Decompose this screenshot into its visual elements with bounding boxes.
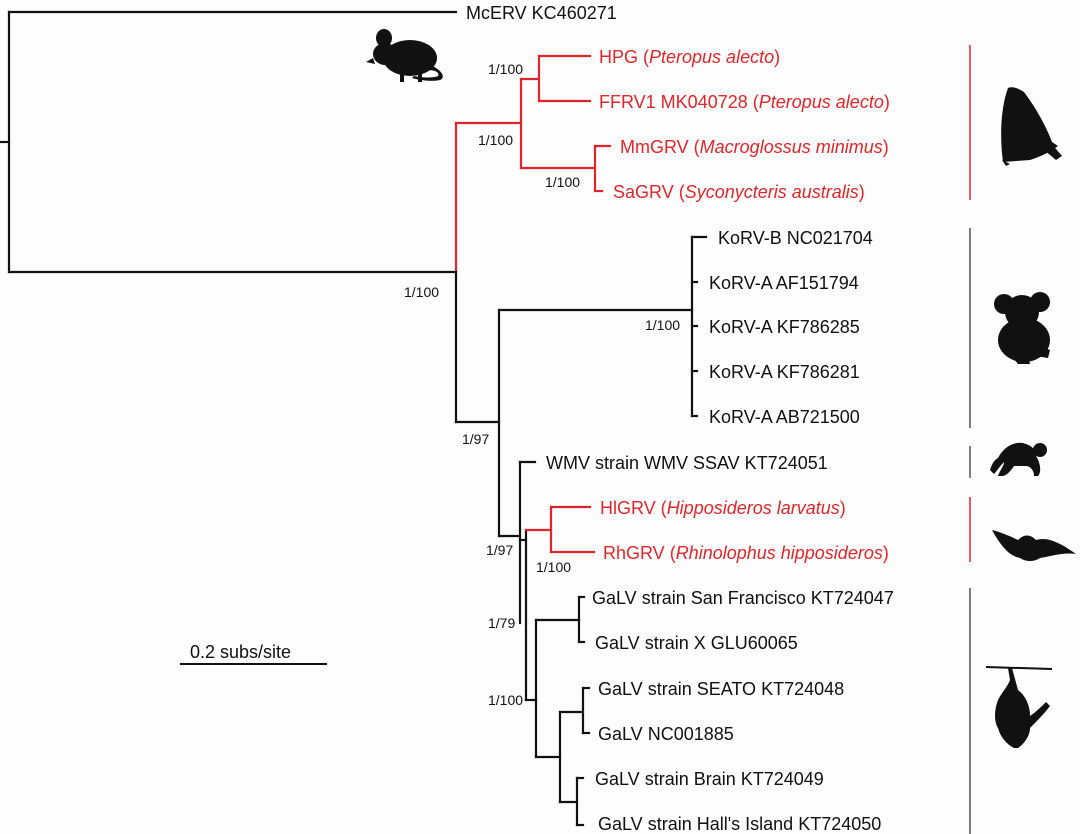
taxon-label: SaGRV (Syconycteris australis) [613,182,865,202]
taxon-label-part: KoRV-A AF151794 [709,273,859,293]
taxon-label: GaLV strain X GLU60065 [595,633,798,653]
support-value: 1/100 [536,559,571,575]
support-value: 1/100 [488,692,523,708]
taxon-label-part: KoRV-A KF786285 [709,317,860,337]
taxon-label-part: Syconycteris australis [685,182,859,202]
taxon-label-part: Pteropus alecto [759,92,884,112]
taxon-label: MmGRV (Macroglossus minimus) [620,137,889,157]
taxon-label-part: KoRV-B NC021704 [718,228,873,248]
taxon-label-part: SaGRV ( [613,182,685,202]
taxon-label-part: GaLV strain Hall's Island KT724050 [598,814,881,834]
taxon-label-part: KoRV-A AB721500 [709,407,860,427]
support-value: 1/100 [404,284,439,300]
taxon-label-part: ) [774,47,780,67]
taxon-label: GaLV strain San Francisco KT724047 [592,588,894,608]
support-value: 1/100 [488,61,523,77]
fruit-bat-silhouette [1001,87,1062,166]
taxon-label-part: ) [883,543,889,563]
monkey-silhouette [990,442,1047,476]
taxon-label: RhGRV (Rhinolophus hipposideros) [603,543,889,563]
taxon-label-part: ) [859,182,865,202]
taxon-label-part: McERV KC460271 [466,3,617,23]
taxon-label-part: Hipposideros larvatus [667,498,840,518]
taxon-label: GaLV NC001885 [598,724,734,744]
taxon-label: KoRV-B NC021704 [718,228,873,248]
support-value: 1/97 [462,431,489,447]
taxon-label: GaLV strain Brain KT724049 [595,769,824,789]
support-value: 1/97 [486,542,513,558]
taxon-label: GaLV strain SEATO KT724048 [598,679,844,699]
taxon-label: McERV KC460271 [466,3,617,23]
taxon-label-part: HPG ( [599,47,649,67]
koala-silhouette [994,292,1050,364]
scale-bar: 0.2 subs/site [180,642,327,665]
taxon-label: WMV strain WMV SSAV KT724051 [546,453,828,473]
taxon-label-part: FFRV1 MK040728 ( [599,92,759,112]
taxon-label-part: GaLV strain San Francisco KT724047 [592,588,894,608]
taxon-label-part: Macroglossus minimus [700,137,883,157]
taxon-label-part: RhGRV ( [603,543,676,563]
bat-silhouette [992,530,1076,561]
support-value: 1/100 [645,317,680,333]
taxon-label-part: GaLV strain Brain KT724049 [595,769,824,789]
taxon-label-part: HlGRV ( [600,498,667,518]
support-value: 1/100 [478,132,513,148]
taxon-label: HlGRV (Hipposideros larvatus) [600,498,846,518]
taxon-label-part: GaLV NC001885 [598,724,734,744]
taxon-label-part: WMV strain WMV SSAV KT724051 [546,453,828,473]
taxon-label-part: Pteropus alecto [649,47,774,67]
scale-bar-label: 0.2 subs/site [190,642,291,662]
taxon-label: KoRV-A KF786285 [709,317,860,337]
taxon-label-part: KoRV-A KF786281 [709,362,860,382]
gibbon-silhouette [985,666,1053,748]
support-value: 1/79 [488,615,515,631]
support-values: 1/100 1/100 1/100 1/100 1/100 1/97 1/97 … [404,61,680,708]
tree-branches [0,10,708,827]
mouse-silhouette [366,29,443,82]
taxon-label-part: ) [883,137,889,157]
taxon-label: FFRV1 MK040728 (Pteropus alecto) [599,92,890,112]
support-value: 1/100 [545,174,580,190]
taxon-label: GaLV strain Hall's Island KT724050 [598,814,881,834]
taxon-label-part: ) [884,92,890,112]
taxon-label: KoRV-A AB721500 [709,407,860,427]
taxon-labels: McERV KC460271 HPG (Pteropus alecto) FFR… [466,3,894,834]
taxon-label-part: GaLV strain SEATO KT724048 [598,679,844,699]
taxon-label: KoRV-A AF151794 [709,273,859,293]
taxon-label-part: GaLV strain X GLU60065 [595,633,798,653]
taxon-label: HPG (Pteropus alecto) [599,47,780,67]
taxon-label-part: Rhinolophus hipposideros [676,543,883,563]
taxon-label-part: MmGRV ( [620,137,700,157]
taxon-label-part: ) [840,498,846,518]
taxon-label: KoRV-A KF786281 [709,362,860,382]
